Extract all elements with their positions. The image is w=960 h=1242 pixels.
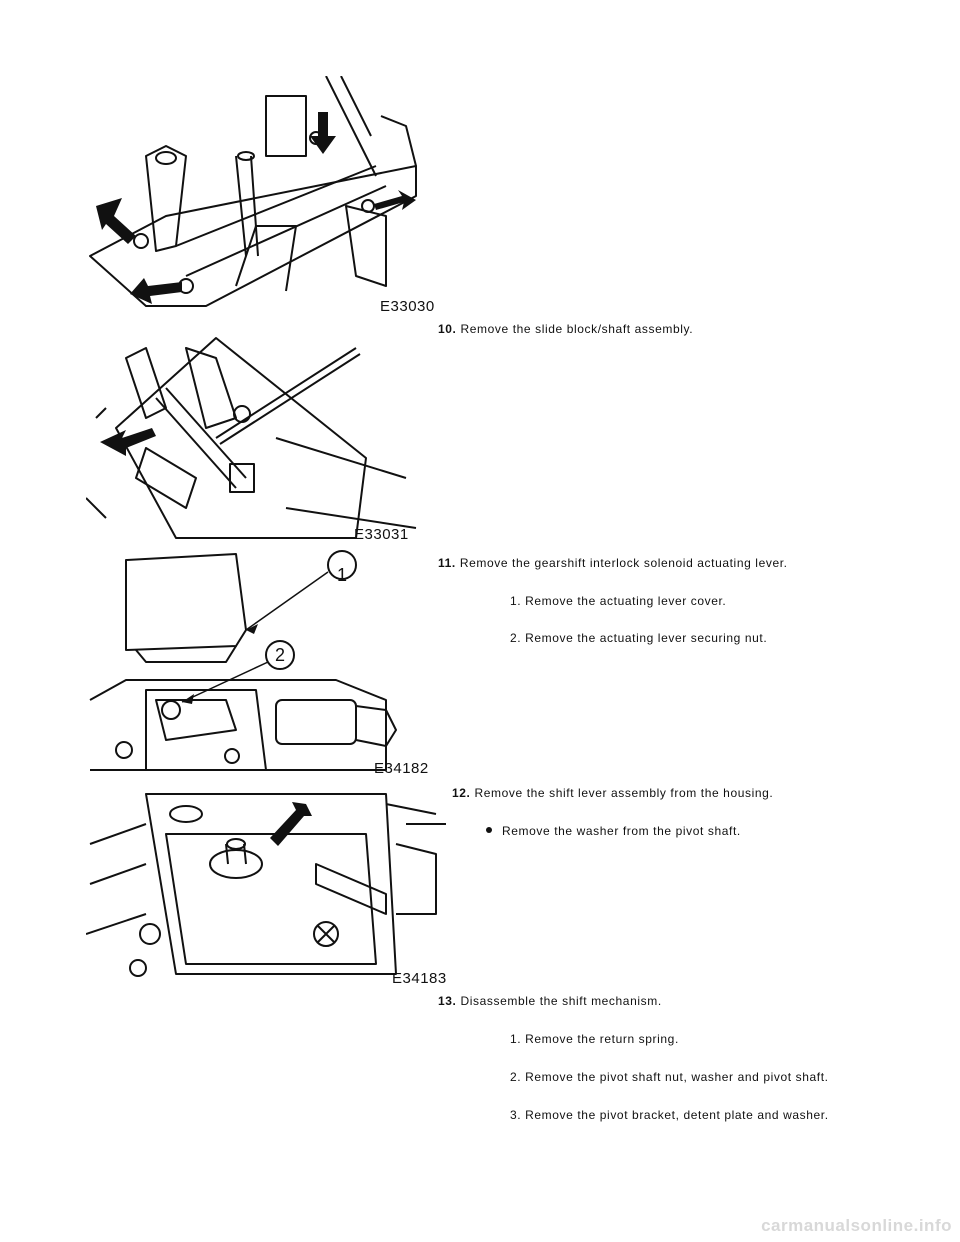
bullet-icon <box>486 827 492 833</box>
substep: 1. Remove the return spring. <box>510 1032 679 1046</box>
footer-watermark: carmanualsonline.info <box>761 1216 952 1235</box>
figure-e33030: E33030 <box>86 76 434 316</box>
step-number: 11. <box>438 556 456 570</box>
substep: 2. Remove the pivot shaft nut, washer an… <box>510 1070 829 1084</box>
step-text: Remove the shift lever assembly from the… <box>474 786 774 800</box>
figure-e33030-drawing <box>89 76 417 307</box>
figure-e33031-drawing <box>86 337 417 539</box>
bullet-text: Remove the washer from the pivot shaft. <box>502 824 741 838</box>
substep: 1. Remove the actuating lever cover. <box>510 594 727 608</box>
figure-e34182-drawing <box>89 550 397 771</box>
step-text: Remove the slide block/shaft assembly. <box>460 322 694 336</box>
substep: 2. Remove the actuating lever securing n… <box>510 631 768 645</box>
callout-label: 1 <box>337 565 348 585</box>
step-number: 10. <box>438 322 457 336</box>
figure-code: E34183 <box>392 970 447 987</box>
step-text: Remove the gearshift interlock solenoid … <box>459 556 788 570</box>
callout-label: 2 <box>275 645 286 665</box>
figure-e34183: E34183 <box>86 784 447 987</box>
figure-code: E33031 <box>354 526 409 543</box>
step-10: 10.Remove the slide block/shaft assembly… <box>438 322 693 336</box>
step-13: 13.Disassemble the shift mechanism. <box>438 994 662 1008</box>
bullet-item: Remove the washer from the pivot shaft. <box>486 824 741 838</box>
step-text: Disassemble the shift mechanism. <box>460 994 662 1008</box>
step-number: 12. <box>452 786 471 800</box>
substep: 3. Remove the pivot bracket, detent plat… <box>510 1108 829 1122</box>
step-number: 13. <box>438 994 457 1008</box>
figure-code: E33030 <box>380 298 435 315</box>
figure-code: E34182 <box>374 760 429 777</box>
step-12: 12.Remove the shift lever assembly from … <box>452 786 773 800</box>
figure-e34182: 1 2 E34182 <box>86 550 429 780</box>
figure-e34183-drawing <box>86 793 446 977</box>
step-11: 11.Remove the gearshift interlock soleno… <box>438 556 788 570</box>
figure-e33031: E33031 <box>86 318 426 548</box>
